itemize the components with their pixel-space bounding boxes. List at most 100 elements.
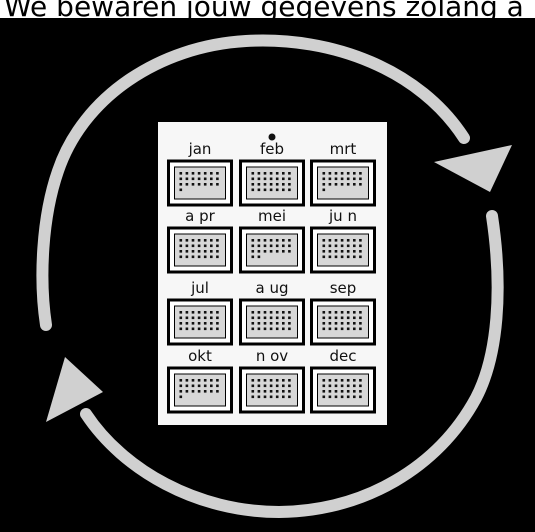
calendar-day-dot [282, 385, 285, 388]
calendar-day-dot [252, 178, 255, 181]
calendar-day-dot [341, 239, 344, 242]
calendar-day-dot [198, 183, 201, 186]
calendar-day-dot [288, 396, 291, 399]
calendar-day-dot [192, 183, 195, 186]
calendar-day-dot [270, 172, 273, 175]
calendar-day-dot [204, 311, 207, 314]
calendar-day-dot [335, 385, 338, 388]
calendar-day-dot [180, 379, 183, 382]
calendar-day-dot [329, 390, 332, 393]
calendar-day-dot [335, 396, 338, 399]
calendar-day-dot [252, 311, 255, 314]
calendar-day-dot [186, 390, 189, 393]
calendar-day-dot [258, 379, 261, 382]
calendar-day-dot [347, 183, 350, 186]
calendar-day-dot [359, 390, 362, 393]
calendar-day-dot [252, 396, 255, 399]
calendar-day-dot [270, 245, 273, 248]
calendar-day-dot [276, 385, 279, 388]
calendar-day-dot [198, 256, 201, 259]
calendar-day-dot [210, 311, 213, 314]
calendar-day-dot [216, 178, 219, 181]
calendar-day-dot [335, 379, 338, 382]
calendar-day-dot [276, 178, 279, 181]
calendar-day-dot [210, 385, 213, 388]
calendar-day-dot [258, 317, 261, 320]
calendar-day-dot [204, 322, 207, 325]
calendar-day-dot [347, 396, 350, 399]
calendar-day-dot [270, 311, 273, 314]
calendar-day-dot [186, 183, 189, 186]
calendar-day-dot [204, 328, 207, 331]
calendar-day-dot [264, 172, 267, 175]
calendar-day-dot [264, 328, 267, 331]
calendar-day-dot [210, 239, 213, 242]
calendar-day-dot [216, 385, 219, 388]
calendar-day-dot [252, 250, 255, 253]
calendar-day-dot [359, 385, 362, 388]
calendar-day-dot [252, 239, 255, 242]
calendar-day-dot [282, 239, 285, 242]
calendar-day-dot [282, 396, 285, 399]
calendar-day-dot [198, 328, 201, 331]
calendar-day-dot [252, 322, 255, 325]
calendar-day-dot [192, 250, 195, 253]
calendar-day-dot [210, 183, 213, 186]
calendar-day-dot [192, 322, 195, 325]
calendar-day-dot [252, 390, 255, 393]
calendar-day-dot [353, 172, 356, 175]
calendar-day-dot [216, 311, 219, 314]
calendar-day-dot [192, 385, 195, 388]
calendar-day-dot [198, 245, 201, 248]
calendar-day-dot [288, 245, 291, 248]
calendar-day-dot [264, 250, 267, 253]
calendar-day-dot [353, 396, 356, 399]
calendar-day-dot [359, 245, 362, 248]
calendar-day-dot [359, 183, 362, 186]
month-label: jul [190, 279, 209, 297]
calendar-day-dot [270, 250, 273, 253]
calendar-day-dot [359, 311, 362, 314]
calendar-day-dot [264, 379, 267, 382]
calendar-day-dot [210, 250, 213, 253]
calendar-day-dot [353, 385, 356, 388]
calendar-day-dot [180, 322, 183, 325]
calendar-day-dot [347, 317, 350, 320]
calendar-day-dot [276, 317, 279, 320]
calendar-day-dot [270, 379, 273, 382]
calendar-day-dot [276, 311, 279, 314]
calendar-day-dot [335, 322, 338, 325]
calendar-day-dot [210, 256, 213, 259]
calendar-day-dot [264, 385, 267, 388]
calendar-day-dot [204, 379, 207, 382]
calendar-day-dot [341, 322, 344, 325]
calendar-day-dot [252, 189, 255, 192]
calendar-day-dot [276, 189, 279, 192]
calendar-day-dot [186, 245, 189, 248]
calendar-day-dot [335, 245, 338, 248]
calendar-day-dot [270, 328, 273, 331]
calendar-day-dot [270, 396, 273, 399]
calendar-day-dot [216, 250, 219, 253]
calendar-day-dot [288, 189, 291, 192]
calendar-day-dot [186, 239, 189, 242]
calendar-day-dot [323, 178, 326, 181]
calendar-day-dot [323, 385, 326, 388]
calendar-day-dot [264, 189, 267, 192]
calendar-day-dot [258, 250, 261, 253]
calendar-day-dot [288, 385, 291, 388]
calendar-day-dot [270, 322, 273, 325]
calendar-day-dot [192, 390, 195, 393]
calendar-day-dot [264, 322, 267, 325]
calendar-day-dot [258, 322, 261, 325]
calendar-day-dot [347, 311, 350, 314]
calendar-day-dot [252, 379, 255, 382]
calendar-day-dot [210, 322, 213, 325]
calendar-day-dot [347, 390, 350, 393]
calendar-day-dot [341, 390, 344, 393]
calendar-day-dot [276, 183, 279, 186]
calendar-day-dot [198, 311, 201, 314]
calendar-day-dot [282, 178, 285, 181]
calendar-day-dot [210, 328, 213, 331]
